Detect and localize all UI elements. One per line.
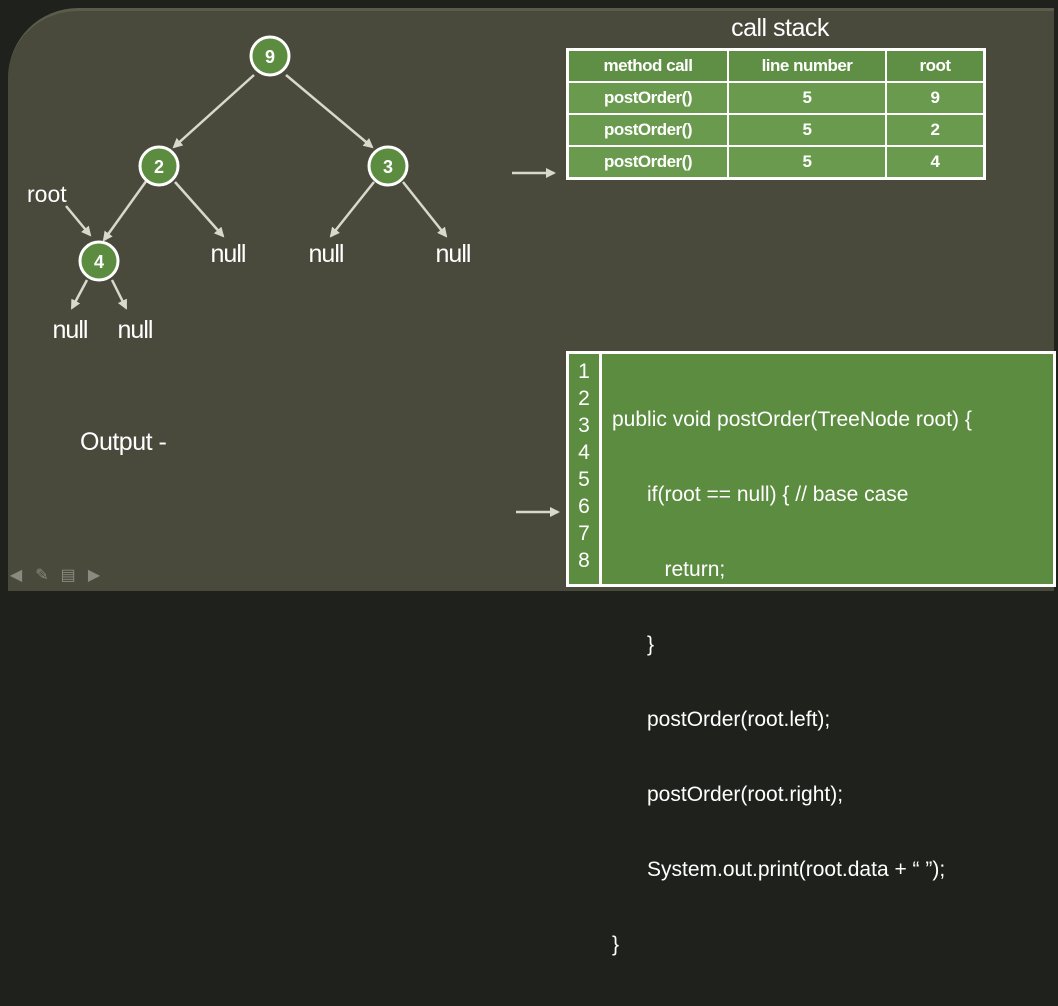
table-row: postOrder() 5 4 bbox=[566, 145, 986, 180]
line-number: 7 bbox=[578, 522, 590, 545]
code-line: } bbox=[612, 633, 655, 656]
tree-node-4: 4 bbox=[78, 240, 120, 282]
node-label: 3 bbox=[383, 157, 393, 177]
edge-3-null-right bbox=[402, 181, 448, 238]
null-label: null bbox=[309, 240, 344, 268]
line-number-gutter: 1 2 3 4 5 6 7 8 bbox=[569, 354, 602, 584]
code-body: public void postOrder(TreeNode root) { i… bbox=[602, 354, 1053, 956]
edge-9-3 bbox=[285, 74, 374, 149]
code-line: public void postOrder(TreeNode root) { bbox=[612, 408, 972, 431]
line-number: 4 bbox=[578, 441, 590, 464]
node-label: 2 bbox=[154, 157, 164, 177]
line-number: 1 bbox=[578, 360, 590, 383]
root-cell: 2 bbox=[885, 113, 986, 147]
code-line: if(root == null) { // base case bbox=[612, 483, 909, 506]
code-line: postOrder(root.right); bbox=[612, 783, 844, 806]
null-label: null bbox=[118, 316, 153, 344]
edge-9-2 bbox=[172, 74, 255, 149]
edge-4-null-right bbox=[110, 279, 128, 310]
binary-tree-diagram: 9 2 3 4 null null null null null root bbox=[27, 35, 560, 517]
code-line: return; bbox=[612, 558, 726, 581]
root-pointer-arrow bbox=[65, 205, 92, 237]
tree-node-2: 2 bbox=[138, 145, 180, 187]
line-number: 3 bbox=[578, 414, 590, 437]
column-header-method-call: method call bbox=[566, 48, 729, 83]
edge-2-null bbox=[174, 181, 225, 238]
callstack-title: call stack bbox=[731, 14, 829, 42]
null-label: null bbox=[53, 316, 88, 344]
node-label: 9 bbox=[265, 47, 275, 67]
column-header-root: root bbox=[885, 48, 986, 83]
tree-node-9: 9 bbox=[249, 35, 291, 77]
line-number-cell: 5 bbox=[727, 113, 887, 147]
tree-node-3: 3 bbox=[367, 145, 409, 187]
code-line: postOrder(root.left); bbox=[612, 708, 831, 731]
table-row: postOrder() 5 2 bbox=[566, 113, 986, 147]
table-row: postOrder() 5 9 bbox=[566, 81, 986, 115]
method-call-cell: postOrder() bbox=[566, 81, 729, 115]
arrow-right-icon[interactable]: ▶ bbox=[87, 567, 101, 584]
menu-icon[interactable]: ▤ bbox=[60, 567, 76, 584]
edge-4-null-left bbox=[70, 279, 89, 310]
root-cell: 9 bbox=[885, 81, 986, 115]
column-header-line-number: line number bbox=[727, 48, 887, 83]
table-header-row: method call line number root bbox=[566, 48, 986, 83]
root-pointer-label: root bbox=[27, 181, 67, 207]
node-label: 4 bbox=[94, 252, 104, 272]
arrow-left-icon[interactable]: ◀ bbox=[9, 567, 23, 584]
code-line: System.out.print(root.data + “ ”); bbox=[612, 858, 946, 881]
line-number-cell: 5 bbox=[727, 145, 887, 180]
method-call-cell: postOrder() bbox=[566, 145, 729, 180]
line-number: 5 bbox=[578, 468, 590, 491]
callstack-table: method call line number root postOrder()… bbox=[566, 48, 986, 180]
null-label: null bbox=[436, 240, 471, 268]
null-label: null bbox=[211, 240, 246, 268]
output-label: Output - bbox=[80, 428, 167, 456]
edge-3-null-left bbox=[329, 181, 375, 238]
code-line: } bbox=[612, 933, 620, 956]
slide-toolbar: ◀ ✎ ▤ ▶ bbox=[0, 566, 146, 586]
line-number: 2 bbox=[578, 387, 590, 410]
edge-2-4 bbox=[102, 179, 149, 242]
pen-icon[interactable]: ✎ bbox=[35, 567, 49, 584]
code-listing: 1 2 3 4 5 6 7 8 public void postOrder(Tr… bbox=[566, 351, 1056, 956]
line-number: 6 bbox=[578, 495, 590, 518]
line-number: 8 bbox=[578, 549, 590, 572]
line-number-cell: 5 bbox=[727, 81, 887, 115]
root-cell: 4 bbox=[885, 145, 986, 180]
method-call-cell: postOrder() bbox=[566, 113, 729, 147]
